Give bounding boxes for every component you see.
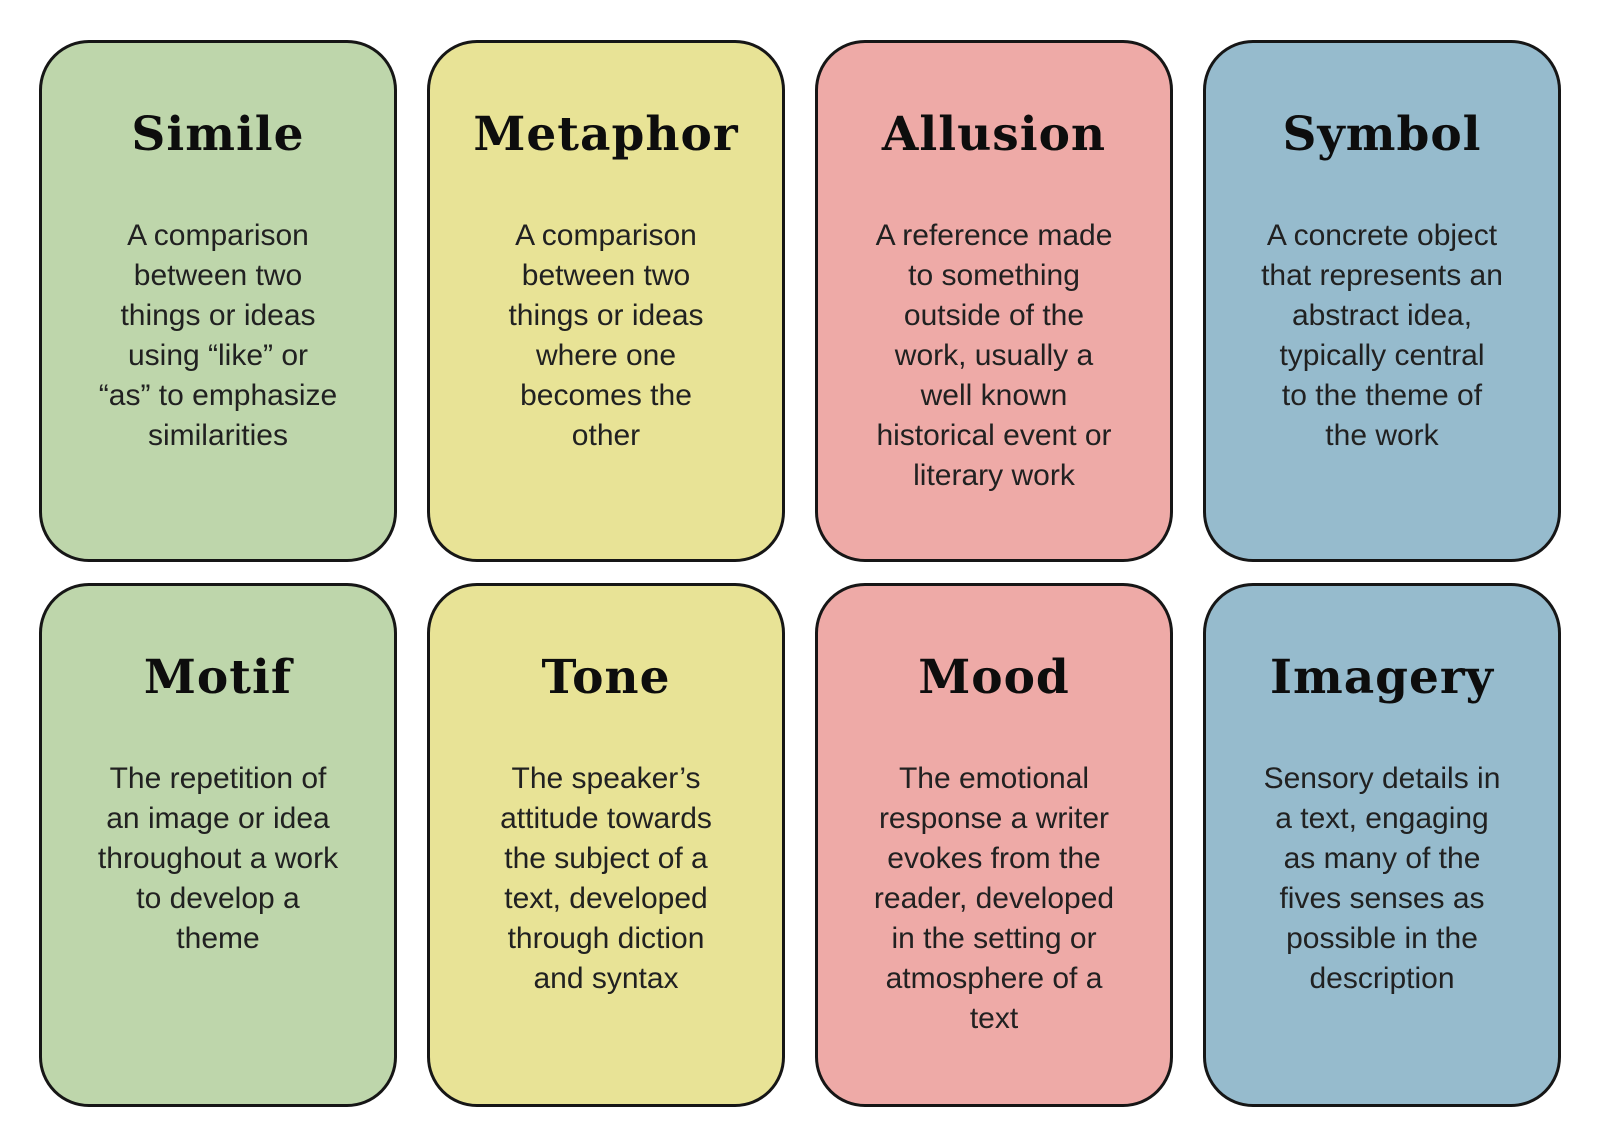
card-mood: Mood The emotional response a writer evo… (815, 583, 1173, 1107)
card-title-mood: Mood (918, 650, 1070, 705)
card-simile: Simile A comparison between two things o… (39, 40, 397, 562)
card-metaphor: Metaphor A comparison between two things… (427, 40, 785, 562)
card-description-motif: The repetition of an image or idea throu… (97, 762, 339, 955)
card-description-symbol: A concrete object that represents an abs… (1261, 219, 1503, 452)
card-description-simile: A comparison between two things or ideas… (98, 219, 338, 452)
card-allusion: Allusion A reference made to something o… (815, 40, 1173, 562)
card-symbol: Symbol A concrete object that represents… (1203, 40, 1561, 562)
card-title-motif: Motif (143, 650, 293, 705)
card-description-imagery: Sensory details in a text, engaging as m… (1263, 762, 1501, 995)
card-motif: Motif The repetition of an image or idea… (39, 583, 397, 1107)
card-title-symbol: Symbol (1282, 107, 1482, 162)
card-description-metaphor: A comparison between two things or ideas… (508, 219, 704, 452)
card-tone: Tone The speaker’s attitude towards the … (427, 583, 785, 1107)
card-imagery: Imagery Sensory details in a text, engag… (1203, 583, 1561, 1107)
card-title-tone: Tone (541, 650, 671, 705)
card-title-imagery: Imagery (1269, 650, 1494, 705)
card-description-tone: The speaker’s attitude towards the subje… (500, 762, 712, 995)
card-description-allusion: A reference made to something outside of… (875, 219, 1113, 492)
card-title-metaphor: Metaphor (473, 107, 739, 162)
card-title-allusion: Allusion (881, 107, 1107, 162)
card-title-simile: Simile (131, 107, 305, 162)
card-description-mood: The emotional response a writer evokes f… (873, 762, 1115, 1035)
